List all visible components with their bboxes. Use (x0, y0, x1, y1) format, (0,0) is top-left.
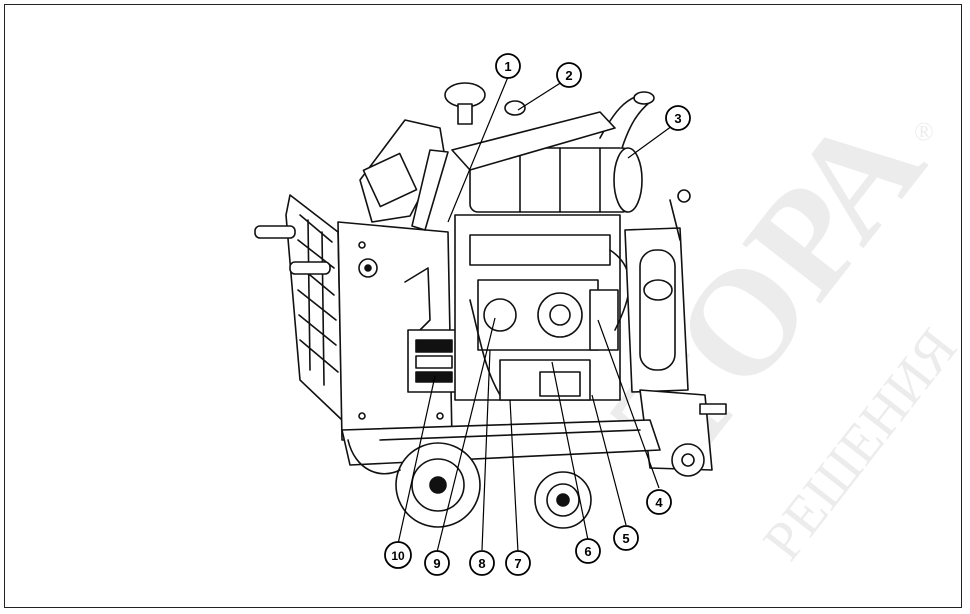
saw-machine-illustration (254, 82, 727, 529)
callout-1-label: 1 (504, 59, 511, 74)
callout-8-label: 8 (478, 556, 485, 571)
callouts: 1 2 3 4 5 6 7 8 (384, 53, 691, 576)
callout-1: 1 (495, 53, 521, 79)
callout-9: 9 (424, 550, 450, 576)
watermark-registered-mark: ® (914, 117, 934, 146)
callout-7-label: 7 (514, 556, 521, 571)
callout-3: 3 (665, 105, 691, 131)
callout-3-label: 3 (674, 111, 681, 126)
control-display (362, 152, 418, 208)
callout-4: 4 (646, 489, 672, 515)
callout-10: 10 (384, 541, 412, 569)
callout-2: 2 (556, 62, 582, 88)
callout-9-label: 9 (433, 556, 440, 571)
callout-5-label: 5 (622, 531, 629, 546)
callout-2-label: 2 (565, 68, 572, 83)
callout-6-label: 6 (584, 544, 591, 559)
leader-lines (397, 76, 673, 553)
callout-10-label: 10 (391, 549, 405, 563)
rear-handle (254, 225, 296, 239)
callout-6: 6 (575, 538, 601, 564)
callout-7: 7 (505, 550, 531, 576)
callout-5: 5 (613, 525, 639, 551)
callout-8: 8 (469, 550, 495, 576)
callout-4-label: 4 (655, 495, 663, 510)
